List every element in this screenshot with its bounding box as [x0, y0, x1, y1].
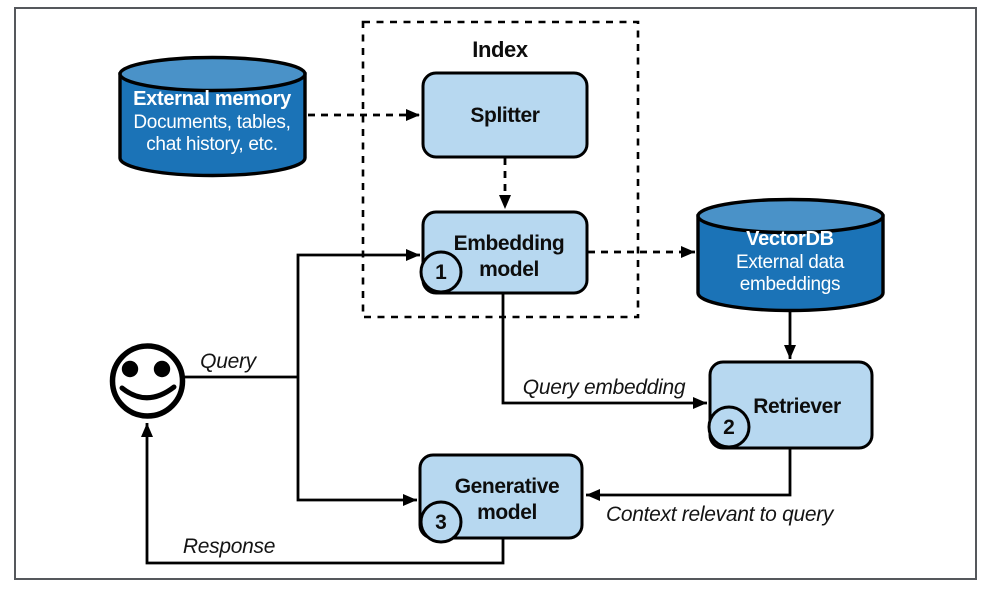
- step-2-badge: [707, 405, 751, 449]
- edge-query-embedding-to-retriever: [501, 293, 707, 409]
- context-label: Context relevant to query: [606, 503, 835, 526]
- generative-model-label-line1: Generative: [455, 475, 560, 498]
- step-3-badge: [419, 500, 463, 544]
- vectordb-subtitle2: embeddings: [740, 274, 841, 295]
- embedding-model-node: Embedding model 1: [419, 210, 589, 295]
- external-memory-node: External memory Documents, tables, chat …: [118, 55, 307, 178]
- retriever-box: [708, 360, 874, 450]
- database-cylinder-icon: [118, 72, 307, 178]
- smiley-head: [109, 343, 186, 419]
- database-cylinder-icon: [696, 214, 885, 313]
- generative-model-node: Generative model 3: [418, 453, 584, 544]
- embedding-model-label-line1: Embedding: [454, 232, 565, 255]
- database-cylinder-top: [696, 197, 885, 235]
- index-group-label: Index: [472, 37, 529, 62]
- vectordb-node: VectorDB External data embeddings: [696, 197, 885, 313]
- embedding-model-box: [421, 210, 589, 295]
- step-1-badge: [419, 250, 463, 294]
- external-memory-subtitle1: Documents, tables,: [133, 112, 290, 133]
- smiley-right-eye: [153, 360, 171, 378]
- embedding-model-label-line2: model: [479, 258, 539, 281]
- user-smiley-icon: [109, 343, 186, 419]
- splitter-node: Splitter: [421, 71, 589, 159]
- step-2-number: 2: [723, 416, 735, 439]
- splitter-box: [421, 71, 589, 159]
- vectordb-subtitle1: External data: [736, 252, 845, 273]
- edge-query-to-generative: [296, 377, 417, 506]
- vectordb-title: VectorDB: [746, 228, 834, 250]
- edge-response-to-user: [141, 423, 505, 565]
- edge-retriever-to-generative: [586, 448, 792, 501]
- index-group-box: [361, 20, 640, 319]
- edge-query-to-embedding: [296, 249, 420, 377]
- smiley-left-eye: [121, 360, 139, 378]
- smiley-mouth: [119, 384, 177, 401]
- retriever-label: Retriever: [753, 395, 841, 418]
- external-memory-subtitle2: chat history, etc.: [146, 134, 278, 155]
- query-embedding-label: Query embedding: [523, 376, 686, 399]
- step-1-number: 1: [435, 261, 447, 284]
- retriever-node: Retriever 2: [707, 360, 874, 450]
- step-3-number: 3: [435, 511, 447, 534]
- database-cylinder-top: [118, 55, 307, 93]
- query-label: Query: [200, 350, 257, 373]
- response-label: Response: [183, 535, 275, 558]
- figure-frame: [14, 7, 977, 580]
- external-memory-title: External memory: [133, 88, 292, 110]
- generative-model-label-line2: model: [477, 501, 537, 524]
- splitter-label: Splitter: [470, 104, 539, 127]
